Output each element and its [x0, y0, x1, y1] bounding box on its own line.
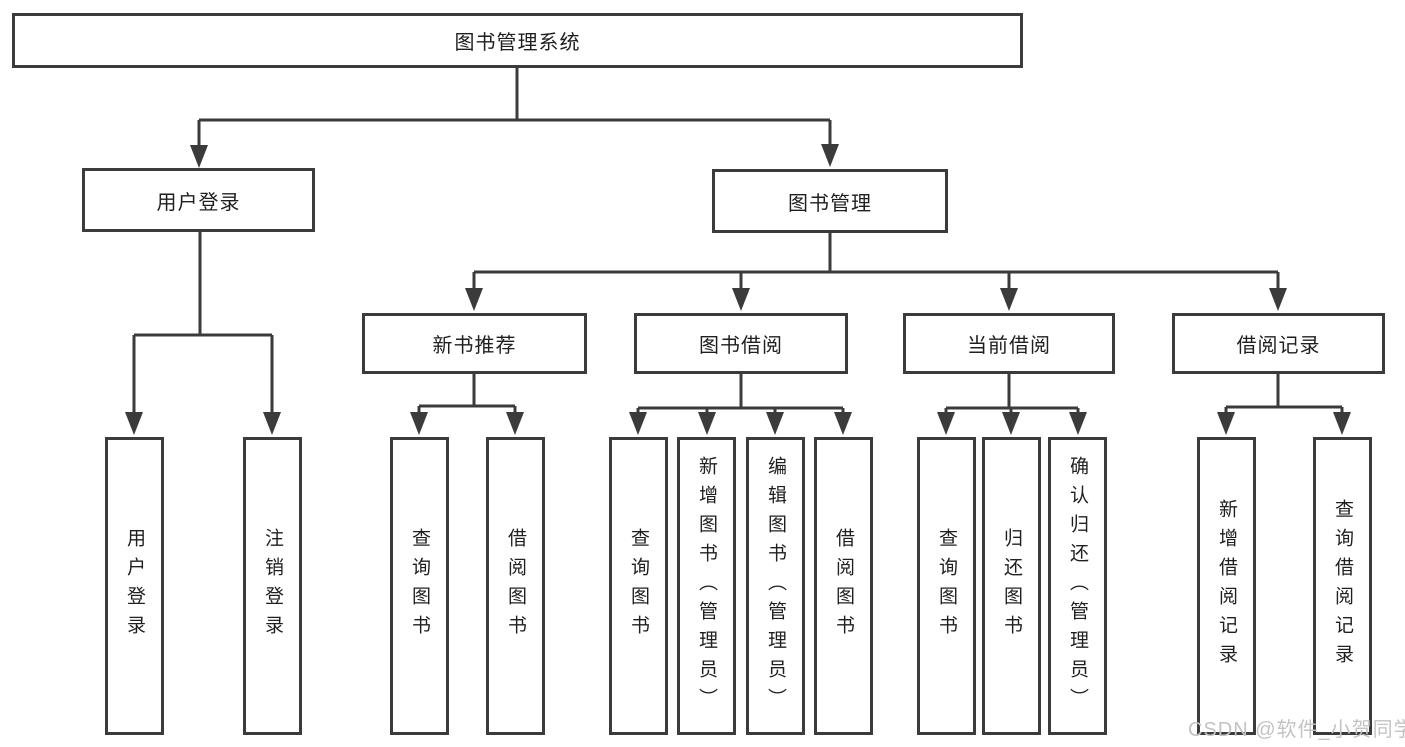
leaf-query-book-newbook-label: 查询图书: [409, 528, 430, 644]
leaf-query-borrow-record-label: 查询借阅记录: [1332, 499, 1353, 673]
leaf-user-login-label: 用户登录: [124, 528, 145, 644]
leaf-return-book-label: 归还图书: [1001, 528, 1022, 644]
leaf-borrow-book: 借阅图书: [814, 437, 873, 735]
node-book-borrow-label: 图书借阅: [699, 335, 783, 357]
leaf-edit-book-admin-label: 编辑图书（管理员）: [765, 455, 786, 717]
node-new-book-recommend-label: 新书推荐: [432, 335, 517, 357]
node-current-borrow: 当前借阅: [903, 313, 1115, 374]
leaf-query-book-current: 查询图书: [917, 437, 976, 735]
leaf-add-book-admin: 新增图书（管理员）: [677, 437, 736, 735]
node-borrow-record: 借阅记录: [1172, 313, 1385, 374]
node-book-borrow: 图书借阅: [634, 313, 848, 374]
node-book-management-label: 图书管理: [788, 192, 872, 215]
leaf-query-book-borrow: 查询图书: [609, 437, 668, 735]
node-root-label: 图书管理系统: [454, 32, 581, 54]
leaf-query-book-current-label: 查询图书: [936, 528, 957, 644]
leaf-add-book-admin-label: 新增图书（管理员）: [696, 455, 717, 717]
node-borrow-record-label: 借阅记录: [1236, 335, 1321, 357]
leaf-query-borrow-record: 查询借阅记录: [1313, 437, 1372, 735]
arrowheads: [125, 144, 1351, 435]
leaf-logout-label: 注销登录: [262, 528, 283, 644]
leaf-add-borrow-record: 新增借阅记录: [1197, 437, 1256, 735]
leaf-borrow-book-newbook-label: 借阅图书: [505, 528, 526, 644]
node-user-login-label: 用户登录: [156, 191, 241, 214]
leaf-logout: 注销登录: [243, 437, 302, 735]
leaf-user-login: 用户登录: [105, 437, 164, 735]
leaf-add-borrow-record-label: 新增借阅记录: [1216, 499, 1237, 673]
leaf-query-book-borrow-label: 查询图书: [628, 528, 649, 644]
leaf-borrow-book-label: 借阅图书: [833, 528, 854, 644]
leaf-edit-book-admin: 编辑图书（管理员）: [746, 437, 805, 735]
leaf-query-book-newbook: 查询图书: [390, 437, 449, 735]
node-user-login: 用户登录: [82, 168, 315, 232]
leaf-confirm-return-admin: 确认归还（管理员）: [1048, 437, 1107, 735]
node-current-borrow-label: 当前借阅: [967, 335, 1051, 357]
node-book-management: 图书管理: [712, 169, 948, 233]
leaf-borrow-book-newbook: 借阅图书: [486, 437, 545, 735]
node-new-book-recommend: 新书推荐: [362, 313, 587, 374]
csdn-watermark: CSDN @软件_小贺同学: [1188, 719, 1405, 741]
leaf-return-book: 归还图书: [982, 437, 1041, 735]
node-root-system: 图书管理系统: [12, 13, 1023, 68]
leaf-confirm-return-admin-label: 确认归还（管理员）: [1067, 455, 1088, 717]
